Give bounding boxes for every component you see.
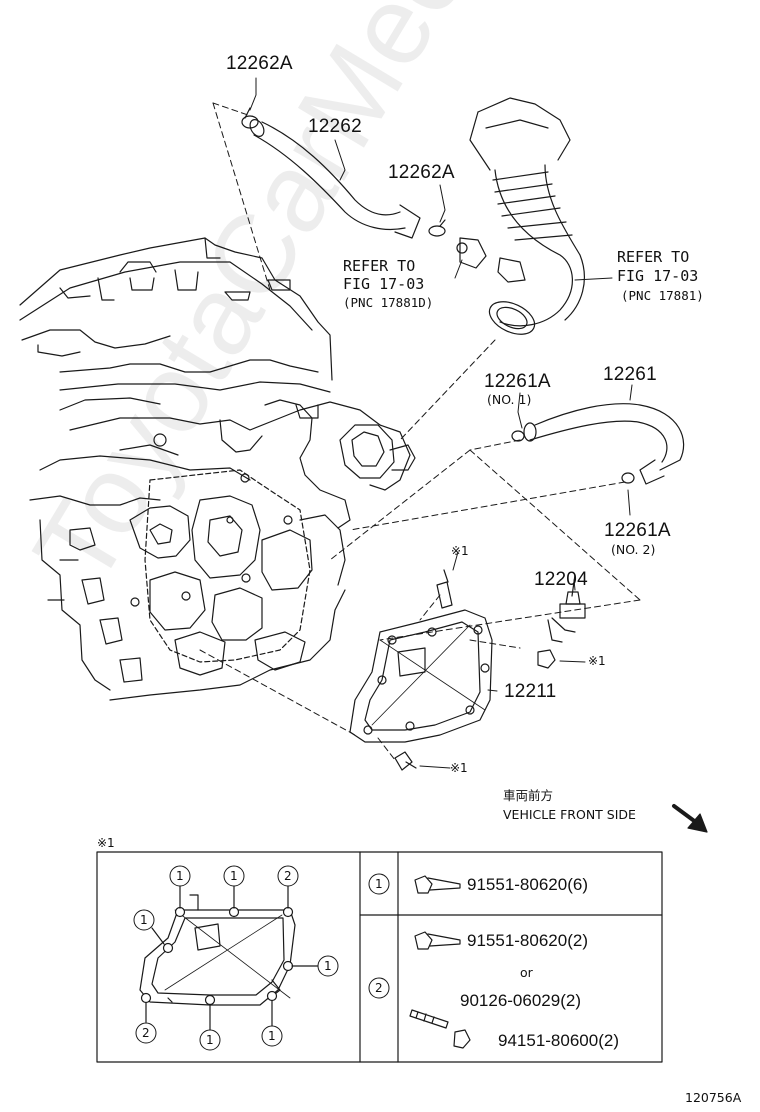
engine-assembly-drawing bbox=[19, 237, 416, 701]
note-mark-bolt: ※1 bbox=[450, 761, 468, 775]
table-part-drawings bbox=[409, 875, 471, 1049]
callout-number: 2 bbox=[284, 869, 292, 883]
part-note-no2: (NO. 2) bbox=[611, 542, 656, 557]
table-key-circle bbox=[368, 873, 390, 895]
callout-circle bbox=[135, 1022, 157, 1044]
callout-circle bbox=[169, 865, 191, 887]
callout-number: 1 bbox=[324, 959, 332, 973]
refer-right-line3: (PNC 17881) bbox=[621, 288, 704, 303]
table-key-number: 1 bbox=[375, 877, 383, 891]
table-part-number: 90126-06029(2) bbox=[460, 991, 581, 1010]
callout-number: 1 bbox=[176, 869, 184, 883]
vehicle-front-label-jp: 車両前方 bbox=[503, 788, 554, 803]
refer-left-line2: FIG 17-03 bbox=[343, 275, 425, 293]
callout-circle bbox=[261, 1025, 283, 1047]
table-note-mark: ※1 bbox=[97, 836, 115, 850]
refer-left-line1: REFER TO bbox=[343, 257, 416, 275]
part-note-no1: (NO. 1) bbox=[487, 392, 532, 407]
table-part-number: 94151-80600(2) bbox=[498, 1031, 619, 1050]
vehicle-front-label-en: VEHICLE FRONT SIDE bbox=[503, 807, 636, 822]
cover-12211-drawing bbox=[349, 569, 556, 771]
callout-circle bbox=[223, 865, 245, 887]
part-label-12262A-mid: 12262A bbox=[388, 162, 455, 183]
callout-number: 1 bbox=[140, 913, 148, 927]
refer-right-line2: FIG 17-03 bbox=[617, 267, 699, 285]
callout-circle bbox=[133, 909, 155, 931]
part-label-12204: 12204 bbox=[534, 569, 588, 590]
hose-12261-drawing bbox=[511, 403, 685, 485]
pcv-valve-12204-drawing bbox=[547, 574, 586, 643]
callout-number: 1 bbox=[230, 869, 238, 883]
air-intake-hose-drawing bbox=[456, 97, 585, 335]
table-separator-or: or bbox=[520, 965, 533, 980]
callout-circle bbox=[277, 865, 299, 887]
figure-id: 120756A bbox=[685, 1090, 742, 1105]
detail-cover-drawing bbox=[139, 885, 319, 1031]
dashed-leader-lines bbox=[199, 102, 641, 761]
hose-12262-drawing bbox=[241, 107, 446, 239]
detail-legend-frame bbox=[96, 851, 663, 1063]
table-key-number: 2 bbox=[375, 981, 383, 995]
part-label-12261A-no1: 12261A bbox=[484, 371, 551, 392]
label-leaders bbox=[249, 77, 633, 769]
callout-number: 1 bbox=[206, 1033, 214, 1047]
callout-circle bbox=[317, 955, 339, 977]
callout-circle bbox=[199, 1029, 221, 1051]
part-label-12262: 12262 bbox=[308, 116, 362, 137]
note-mark-nut: ※1 bbox=[588, 654, 606, 668]
callout-number: 1 bbox=[268, 1029, 276, 1043]
refer-right-line1: REFER TO bbox=[617, 248, 690, 266]
callout-number: 2 bbox=[142, 1026, 150, 1040]
table-part-number: 91551-80620(2) bbox=[467, 931, 588, 950]
part-label-12261A-no2: 12261A bbox=[604, 520, 671, 541]
note-mark-stud: ※1 bbox=[451, 544, 469, 558]
part-label-12211: 12211 bbox=[504, 681, 557, 702]
vehicle-front-arrow-icon bbox=[672, 804, 708, 833]
part-label-12262A-top: 12262A bbox=[226, 53, 293, 74]
part-label-12261: 12261 bbox=[603, 364, 657, 385]
table-key-circle bbox=[368, 977, 390, 999]
table-part-number: 91551-80620(6) bbox=[467, 875, 588, 894]
refer-left-line3: (PNC 17881D) bbox=[343, 295, 434, 310]
